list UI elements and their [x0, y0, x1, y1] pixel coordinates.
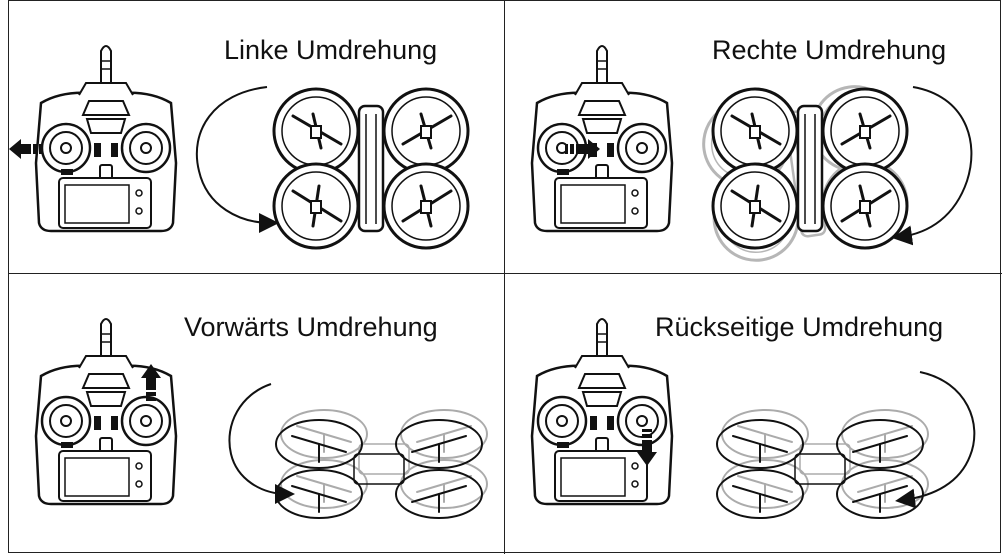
panel-title: Linke Umdrehung	[224, 35, 438, 65]
direction-arrow-icon	[9, 139, 42, 159]
panel-title: Rechte Umdrehung	[712, 35, 947, 65]
quadcopter-icon	[272, 87, 470, 250]
horizontal-divider	[9, 273, 1002, 274]
rotation-arrow-icon	[228, 383, 295, 504]
direction-arrow-icon	[637, 429, 657, 466]
remote-controller-icon	[34, 44, 178, 233]
vertical-divider	[504, 1, 505, 554]
rotation-arrow-icon	[195, 86, 279, 233]
panel-backward-flip: Rückseitige Umdrehung	[505, 274, 1000, 552]
panel-title: Vorwärts Umdrehung	[184, 312, 438, 342]
panel-right-turn: Rechte Umdrehung	[505, 1, 1000, 273]
panel-title: Rückseitige Umdrehung	[655, 312, 944, 342]
quadcopter-icon	[275, 409, 488, 519]
rotation-arrow-icon	[895, 371, 976, 509]
direction-arrow-icon	[565, 139, 600, 159]
remote-controller-icon	[34, 317, 178, 506]
quadcopter-icon	[716, 409, 929, 519]
diagram-grid: Linke Umdrehung Rechte Umdrehung	[8, 0, 1002, 554]
remote-controller-icon	[530, 317, 674, 506]
panel-forward-flip: Vorwärts Umdrehung	[9, 274, 504, 552]
remote-controller-icon	[530, 44, 674, 233]
rotation-arrow-icon	[892, 86, 973, 246]
quadcopter-icon	[696, 79, 914, 268]
direction-arrow-icon	[141, 364, 161, 401]
panel-left-turn: Linke Umdrehung	[9, 1, 504, 273]
